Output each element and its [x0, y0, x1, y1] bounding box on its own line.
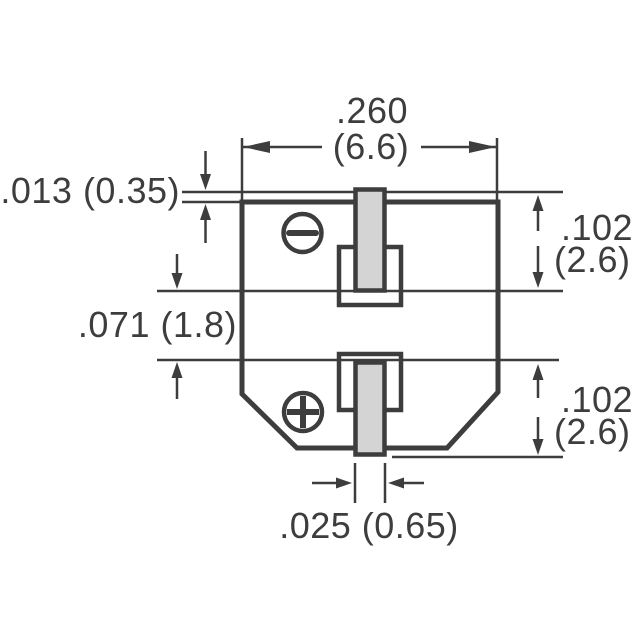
label-bottom-pad-inches: .102	[561, 379, 633, 420]
dimension-arrows	[171, 141, 544, 489]
bottom-terminal-pad	[353, 360, 387, 457]
label-protrusion: .013 (0.35)	[0, 170, 180, 211]
plus-circle	[281, 390, 325, 434]
label-width-inches: .260	[336, 90, 408, 131]
top-terminal-pad	[353, 187, 387, 293]
arrow-right-icon	[336, 477, 352, 489]
label-top-pad-mm: (2.6)	[554, 239, 631, 280]
label-gap: .071 (1.8)	[78, 304, 237, 345]
minus-circle	[281, 211, 324, 255]
positive-polarity-icon	[281, 390, 325, 434]
negative-polarity-icon	[281, 211, 324, 255]
arrow-up-icon	[200, 204, 211, 220]
label-bottom-pad-mm: (2.6)	[554, 411, 631, 452]
arrow-down-icon	[532, 272, 544, 288]
arrow-up-icon	[171, 362, 183, 378]
label-width-mm: (6.6)	[333, 126, 410, 167]
arrow-down-icon	[532, 439, 544, 455]
arrow-up-icon	[532, 195, 544, 211]
label-top-pad-inches: .102	[561, 207, 633, 248]
arrow-right-icon	[469, 141, 496, 153]
label-terminal-width: .025 (0.65)	[279, 505, 459, 546]
arrow-up-icon	[532, 364, 544, 380]
arrow-down-icon	[200, 174, 211, 190]
arrow-left-icon	[243, 141, 270, 153]
arrow-left-icon	[388, 477, 404, 489]
dimension-labels: .260 (6.6) .013 (0.35) .102 (2.6) .071 (…	[0, 90, 633, 546]
arrow-down-icon	[171, 273, 183, 289]
capacitor-body-outline	[239, 199, 501, 451]
